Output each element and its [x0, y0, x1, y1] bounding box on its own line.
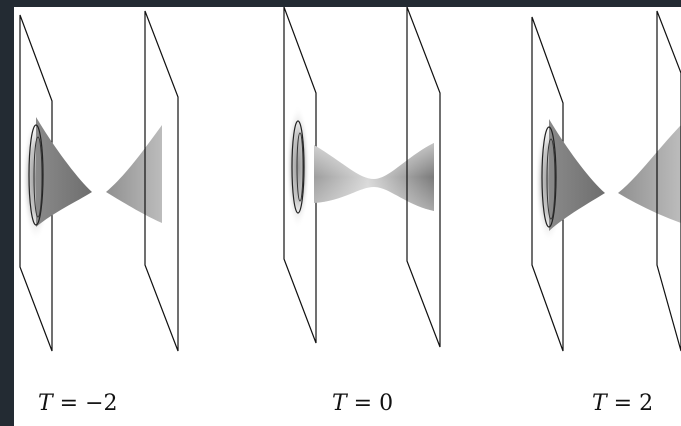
- time-value: 0: [379, 391, 394, 416]
- diagram-svg: [19, 7, 681, 352]
- right-cone: [618, 125, 681, 223]
- left-plane: [531, 16, 564, 352]
- panel-label-t-0: T = 0: [332, 391, 393, 416]
- left-ring-outer: [541, 126, 557, 228]
- left-plane: [283, 7, 317, 344]
- left-ring-outer: [291, 120, 305, 214]
- right-plane: [656, 10, 681, 352]
- wormhole-throat-shade: [314, 143, 434, 211]
- left-ring-inner: [296, 132, 304, 202]
- panel-label-t-minus-2: T = −2: [38, 391, 118, 416]
- panel-t-minus-2: [19, 10, 179, 352]
- left-ring-inner: [546, 138, 556, 220]
- time-value: −2: [85, 391, 118, 416]
- right-cone: [106, 125, 162, 223]
- equals-sign: =: [346, 391, 380, 416]
- time-value: 2: [639, 391, 654, 416]
- right-plane: [406, 7, 441, 348]
- figure-canvas: T = −2 T = 0 T = 2: [14, 7, 681, 426]
- right-plane: [144, 10, 179, 352]
- panel-label-t-2: T = 2: [592, 391, 653, 416]
- equals-sign: =: [606, 391, 640, 416]
- equals-sign: =: [52, 391, 86, 416]
- left-cone: [549, 119, 605, 231]
- variable-symbol: T: [332, 391, 347, 416]
- variable-symbol: T: [592, 391, 607, 416]
- left-cone: [36, 117, 92, 227]
- variable-symbol: T: [38, 391, 53, 416]
- left-ring-outer: [28, 124, 44, 226]
- left-disk: [286, 105, 310, 229]
- left-ring-inner: [33, 136, 43, 218]
- panel-t-0: [283, 7, 441, 348]
- panel-t-2: [531, 10, 681, 352]
- left-plane: [19, 14, 53, 352]
